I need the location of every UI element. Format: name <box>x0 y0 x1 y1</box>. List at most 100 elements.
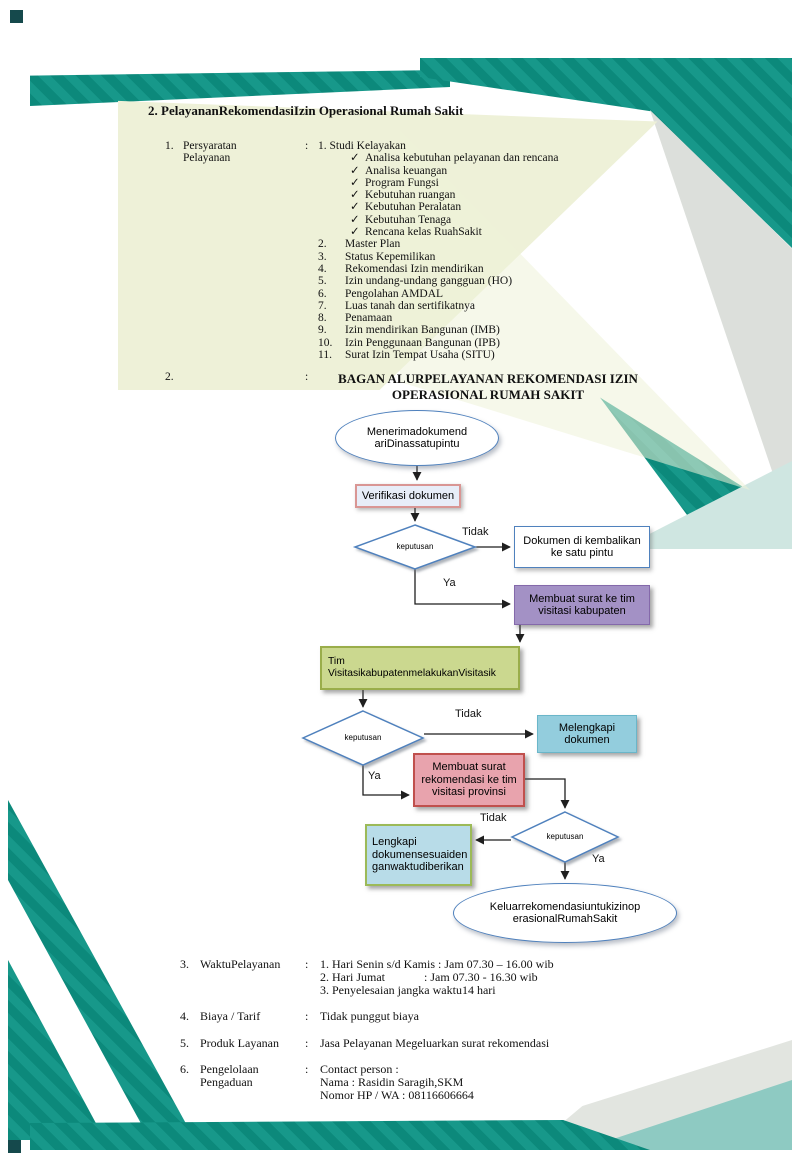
colon-separator: : <box>305 371 309 383</box>
branch-label-ya-1: Ya <box>443 577 456 589</box>
check-item: ✓Analisa kebutuhan pelayanan dan rencana <box>318 152 685 164</box>
list-item-number: 6. <box>318 287 327 300</box>
section-number: 1. <box>165 140 174 152</box>
list-item-label: Status Kepemilikan <box>345 250 436 263</box>
flow-step-line: dokumen <box>564 734 610 746</box>
section-number: 2. <box>165 371 174 383</box>
list-item-label: Penamaan <box>345 312 393 325</box>
check-item-label: Kebutuhan Peralatan <box>365 201 462 214</box>
flowchart-heading-line1: BAGAN ALURPELAYANAN REKOMENDASI IZIN <box>338 371 638 386</box>
waktu-line: 3. Penyelesaian jangka waktu14 hari <box>320 983 496 997</box>
contact-name-line: Nama : Rasidin Saragih,SKM <box>320 1075 464 1089</box>
waktu-content: 1. Hari Senin s/d Kamis : Jam 07.30 – 16… <box>320 958 554 997</box>
flow-step-dokumen-kembali: Dokumen di kembalikan ke satu pintu <box>514 526 650 568</box>
biaya-value: Tidak punggut biaya <box>320 1009 419 1023</box>
list-item-label: Luas tanah dan sertifikatnya <box>345 299 475 312</box>
list-item-number: 5. <box>318 275 327 288</box>
check-item-label: Kebutuhan ruangan <box>365 189 456 202</box>
section-waktu: 3. WaktuPelayanan : 1. Hari Senin s/d Ka… <box>180 958 740 997</box>
list-item-label: Izin Penggunaan Bangunan (IPB) <box>345 336 500 349</box>
branch-label-ya-3: Ya <box>592 853 605 865</box>
section-label: WaktuPelayanan <box>200 957 281 971</box>
produk-value: Jasa Pelayanan Megeluarkan surat rekomen… <box>320 1036 550 1050</box>
flow-step-line: Membuat surat <box>432 761 506 774</box>
check-icon: ✓ <box>350 213 360 226</box>
list-item-number: 9. <box>318 324 327 337</box>
flow-step-line: ke satu pintu <box>550 547 614 559</box>
colon-separator: : <box>305 1062 309 1076</box>
flow-step-line: ganwaktudiberikan <box>372 861 464 874</box>
colon-separator: : <box>305 140 309 152</box>
flow-decision-2-label: keputusan <box>344 732 382 742</box>
section-label-line2: Pengaduan <box>200 1075 253 1089</box>
list-item-number: 10. <box>318 336 333 349</box>
flow-start-line2: ariDinassatupintu <box>374 438 460 450</box>
check-item: ✓ Kebutuhan Peralatan <box>318 201 685 213</box>
pengaduan-content: Contact person : Nama : Rasidin Saragih,… <box>320 1063 474 1102</box>
section-number: 3. <box>180 957 189 971</box>
list-item: 5.Izin undang-undang gangguan (HO) <box>318 275 685 287</box>
list-item: 8. Penamaan <box>318 312 685 324</box>
list-item-label: Izin mendirikan Bangunan (IMB) <box>345 324 500 337</box>
persyaratan-item-1: 1. Studi Kelayakan <box>318 140 406 152</box>
flow-step-line: Lengkapi <box>372 836 417 849</box>
branch-label-tidak-1: Tidak <box>462 526 489 538</box>
list-item-number: 8. <box>318 312 327 325</box>
check-item: ✓ Program Fungsi <box>318 177 685 189</box>
list-item: 11.Surat Izin Tempat Usaha (SITU) <box>318 349 685 361</box>
list-item-label: Rekomendasi Izin mendirikan <box>345 262 484 275</box>
section-biaya: 4. Biaya / Tarif : Tidak punggut biaya <box>180 1010 740 1023</box>
check-item-label: Kebutuhan Tenaga <box>365 213 452 226</box>
check-icon: ✓ <box>350 176 360 189</box>
flow-step-verifikasi: Verifikasi dokumen <box>355 484 461 508</box>
flow-step-lengkapi-dokumen: Lengkapi dokumensesuaiden ganwaktudiberi… <box>365 824 472 886</box>
flow-step-line: Membuat surat ke tim <box>529 592 635 605</box>
decision-diamond-1 <box>352 524 478 570</box>
check-item: ✓Rencana kelas RuahSakit <box>318 226 685 238</box>
page-title: 2. PelayananRekomendasiIzin Operasional … <box>148 103 464 118</box>
check-item: ✓Analisa keuangan <box>318 165 685 177</box>
list-item: 3. Status Kepemilikan <box>318 251 685 263</box>
list-item-number: 3. <box>318 250 327 263</box>
deco-corner-square-bottom <box>8 1140 21 1153</box>
flow-step-line: visitasi provinsi <box>432 786 506 799</box>
flow-step-line: Tim <box>328 655 345 667</box>
flow-step-line: Melengkapi <box>558 721 616 734</box>
flow-step-line: visitasi kabupaten <box>538 605 626 617</box>
deco-bottom-teal-band <box>30 1120 650 1150</box>
section-pengaduan: 6. Pengelolaan Pengaduan : Contact perso… <box>180 1063 740 1102</box>
list-item: 10. Izin Penggunaan Bangunan (IPB) <box>318 337 685 349</box>
check-icon: ✓ <box>350 189 360 202</box>
persyaratan-content: 1. Studi Kelayakan ✓Analisa kebutuhan pe… <box>318 140 685 361</box>
check-item-label: Analisa keuangan <box>365 164 448 177</box>
contact-person-line: Contact person : <box>320 1062 399 1076</box>
check-item: ✓ Kebutuhan ruangan <box>318 189 685 201</box>
check-item-label: Program Fungsi <box>365 176 439 189</box>
flow-step-line: VisitasikabupatenmelakukanVisitasik <box>328 668 496 679</box>
decision-diamond-3 <box>510 811 620 863</box>
section-label-line1: Pengelolaan <box>200 1062 259 1076</box>
flow-arrows <box>358 466 570 880</box>
colon-separator: : <box>305 1009 309 1023</box>
flow-step-surat-provinsi: Membuat surat rekomendasi ke tim visitas… <box>413 753 525 807</box>
waktu-line: 1. Hari Senin s/d Kamis : Jam 07.30 – 16… <box>320 957 554 971</box>
list-item-number: 7. <box>318 299 327 312</box>
check-icon: ✓ <box>350 201 360 214</box>
list-item-label: Pengolahan AMDAL <box>345 287 444 300</box>
check-item-label: Rencana kelas RuahSakit <box>365 226 482 239</box>
section-produk: 5. Produk Layanan : Jasa Pelayanan Megel… <box>180 1037 740 1050</box>
section-label: Biaya / Tarif <box>200 1009 261 1023</box>
section-persyaratan: 1. Persyaratan Pelayanan : 1. Studi Kela… <box>165 140 685 361</box>
flow-start-terminator: Menerimadokumend ariDinassatupintu <box>335 410 499 466</box>
section-label-line1: Persyaratan <box>183 140 237 152</box>
flow-step-tim-visitasi: Tim VisitasikabupatenmelakukanVisitasik <box>320 646 520 690</box>
branch-label-ya-2: Ya <box>368 770 381 782</box>
flow-end-line2: erasionalRumahSakit <box>512 913 618 925</box>
waktu-line: 2. Hari Jumat : Jam 07.30 - 16.30 wib <box>320 970 538 984</box>
decision-diamonds <box>301 524 620 863</box>
flow-end-line1: Keluarrekomendasiuntukizinop <box>489 900 641 913</box>
check-icon: ✓ <box>350 152 360 165</box>
flow-step-melengkapi: Melengkapi dokumen <box>537 715 637 753</box>
decision-diamond-2 <box>301 710 425 766</box>
